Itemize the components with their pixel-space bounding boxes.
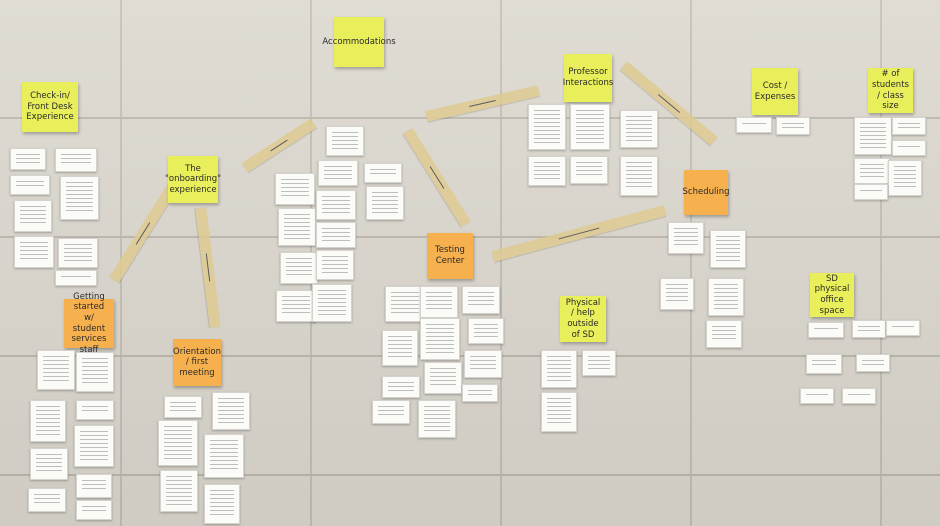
- index-card: [76, 500, 112, 520]
- index-card: [76, 474, 112, 498]
- index-card: [710, 230, 746, 268]
- index-card: [528, 104, 566, 150]
- sticky-note-onboarding: The "onboarding" experience: [165, 156, 221, 203]
- index-card: [10, 175, 50, 195]
- index-card: [37, 350, 75, 390]
- index-card: [468, 318, 504, 344]
- index-card: [570, 156, 608, 184]
- index-card: [316, 190, 356, 220]
- index-card: [160, 470, 198, 512]
- index-card: [582, 350, 616, 376]
- index-card: [14, 200, 52, 232]
- index-card: [76, 400, 114, 420]
- index-card: [158, 420, 198, 466]
- index-card: [28, 488, 66, 512]
- index-card: [462, 384, 498, 402]
- sticky-note-getting-started: Getting started w/ student services staf…: [64, 292, 114, 355]
- index-card: [892, 140, 926, 156]
- tape-arrow: [491, 205, 667, 262]
- index-card: [74, 425, 114, 467]
- index-card: [382, 330, 418, 366]
- index-card: [382, 376, 420, 398]
- sticky-note-checkin: Check-in/ Front Desk Experience: [22, 82, 78, 132]
- index-card: [706, 320, 742, 348]
- index-card: [528, 156, 566, 186]
- index-card: [60, 176, 99, 220]
- tape-arrow: [403, 127, 471, 228]
- index-card: [808, 322, 844, 338]
- tape-arrow: [195, 207, 221, 328]
- index-card: [886, 320, 920, 336]
- index-card: [372, 400, 410, 424]
- index-card: [55, 148, 97, 172]
- index-card: [462, 286, 500, 314]
- sticky-note-physical-space: SD physical office space: [810, 273, 854, 317]
- index-card: [668, 222, 704, 254]
- index-card: [276, 290, 316, 322]
- index-card: [385, 286, 425, 322]
- index-card: [316, 250, 354, 280]
- index-card: [620, 110, 658, 148]
- sticky-note-accommodations: Accommodations: [322, 17, 396, 67]
- index-card: [541, 350, 577, 388]
- sticky-note-professor: Professor Interactions: [563, 54, 613, 102]
- sticky-note-students: # of students / class size: [868, 68, 913, 113]
- index-card: [30, 400, 66, 442]
- sticky-note-scheduling: Scheduling: [683, 170, 730, 215]
- sticky-note-orientation: Orientation / first meeting: [173, 339, 221, 386]
- index-card: [318, 160, 358, 186]
- index-card: [800, 388, 834, 404]
- index-card: [854, 184, 888, 200]
- tape-arrow: [241, 118, 317, 173]
- index-card: [888, 160, 922, 196]
- index-card: [424, 362, 462, 394]
- index-card: [280, 252, 318, 284]
- index-card: [58, 238, 98, 268]
- index-card: [204, 484, 240, 524]
- tape-arrow: [425, 85, 540, 122]
- index-card: [852, 320, 886, 338]
- index-card: [366, 186, 404, 220]
- index-card: [326, 126, 364, 156]
- index-card: [854, 158, 890, 184]
- index-card: [620, 156, 658, 196]
- index-card: [854, 117, 892, 155]
- sticky-note-cost: Cost / Expenses: [752, 68, 798, 115]
- index-card: [364, 163, 402, 183]
- index-card: [570, 104, 610, 150]
- index-card: [420, 286, 458, 318]
- index-card: [76, 352, 114, 392]
- sticky-note-testing: Testing Center: [427, 233, 473, 279]
- index-card: [806, 354, 842, 374]
- index-card: [420, 318, 460, 360]
- index-card: [842, 388, 876, 404]
- sticky-note-physical: Physical / help outside of SD: [560, 296, 606, 342]
- tape-arrow: [109, 183, 177, 284]
- index-card: [708, 278, 744, 316]
- index-card: [736, 117, 772, 133]
- index-card: [316, 222, 356, 248]
- index-card: [204, 434, 244, 478]
- index-card: [30, 448, 68, 480]
- index-card: [14, 236, 54, 268]
- index-card: [418, 400, 456, 438]
- index-card: [660, 278, 694, 310]
- index-card: [892, 117, 926, 135]
- index-card: [55, 270, 97, 286]
- index-card: [278, 208, 316, 246]
- index-card: [776, 117, 810, 135]
- index-card: [464, 350, 502, 378]
- index-card: [212, 392, 250, 430]
- index-card: [10, 148, 46, 170]
- index-card: [275, 173, 315, 205]
- index-card: [856, 354, 890, 372]
- index-card: [312, 284, 352, 322]
- index-card: [541, 392, 577, 432]
- index-card: [164, 396, 202, 418]
